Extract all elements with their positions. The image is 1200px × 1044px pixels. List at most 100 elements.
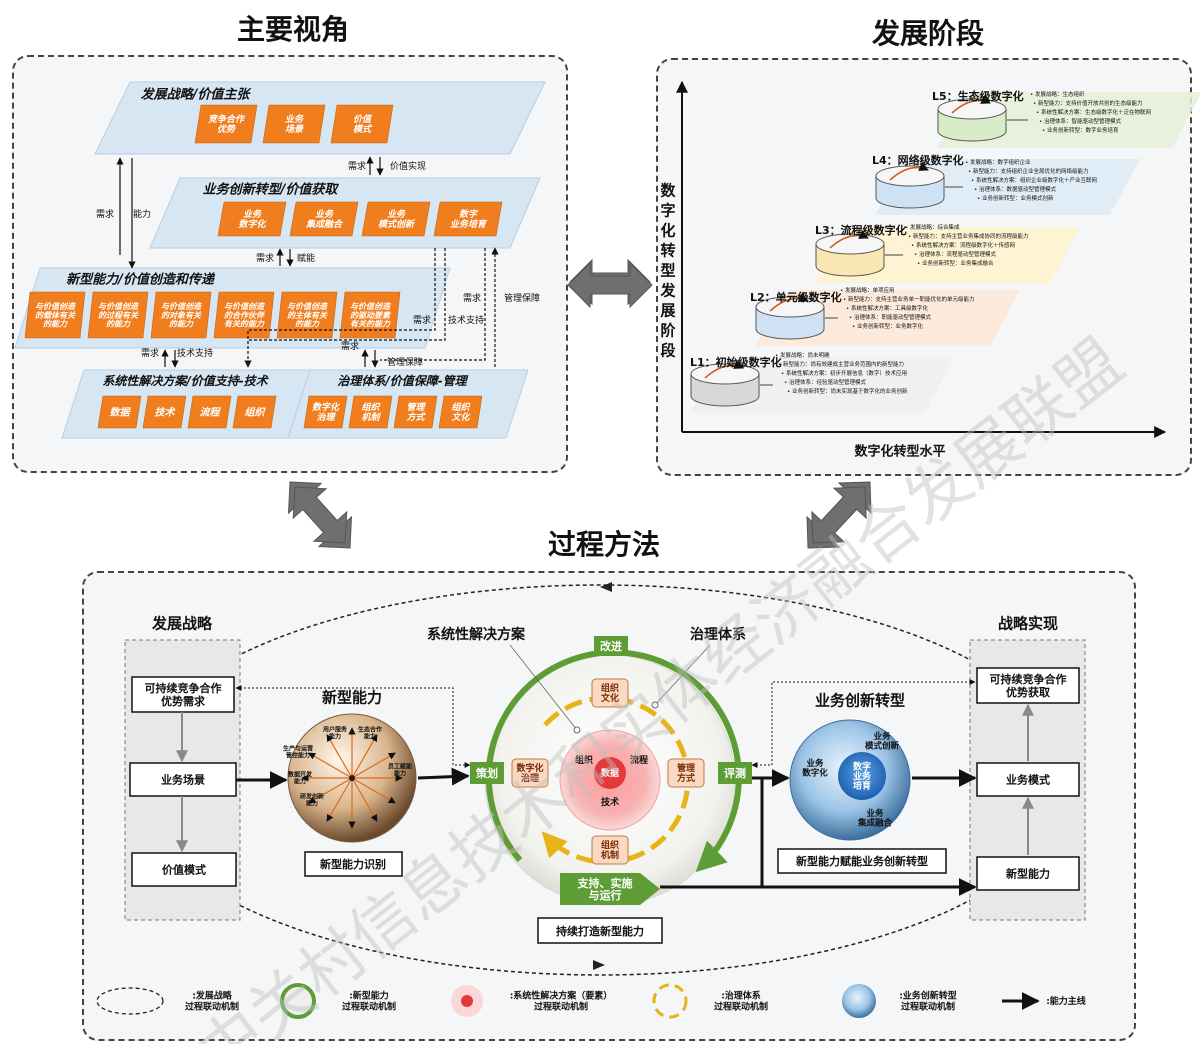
sphere-label-5: 生产与运营管控能力 [283, 745, 313, 760]
double-arrow-left-tail-shape [292, 486, 348, 544]
y-axis-char-1: 字 [660, 201, 675, 219]
stage-item-2-1: • 新型能力：支持主营业务集成协同的流程级能力 [908, 232, 1029, 240]
stage-item-3-2: • 系统性解决方案：组织企业级数字化＋产业互联网 [971, 176, 1097, 184]
cycle-evaluate-label: 评测 [724, 766, 746, 780]
stage-item-4-0: • 发展战略：生态组织 [1030, 90, 1085, 98]
stage-item-2-3: • 治理体系：流程驱动型管理模式 [914, 250, 996, 258]
stage-item-0-1: • 新型能力：尚有效建成主营业务范围内的新型能力 [778, 360, 904, 368]
stage-item-1-3: • 治理体系：职能驱动型管理模式 [849, 313, 931, 321]
band-solution-title: 系统性解决方案/价值支持-技术 [102, 374, 269, 388]
ability-box-1 [87, 291, 149, 339]
label-demand-2: 需求 [348, 160, 366, 172]
title-main-perspective: 主要视角 [237, 13, 350, 46]
right-box-label-0: 可持续竞争合作优势获取 [990, 672, 1067, 699]
label-ability-1: 能力 [133, 208, 151, 220]
cycle-caption-box [537, 917, 663, 944]
label-demand-6: 需求 [413, 314, 431, 326]
stage-item-0-0: • 发展战略：尚未明确 [775, 351, 830, 359]
ability-box-4-label: 与价值创造的主体有关的能力 [287, 302, 328, 329]
new-ability-title: 新型能力 [322, 688, 382, 706]
title-dev-stage: 发展阶段 [872, 17, 985, 50]
biz-innovation-title: 业务创新转型 [815, 691, 905, 709]
ability-caption-box [304, 851, 403, 877]
legend-label-2: :系统性解决方案（要素）过程联动机制 [510, 990, 613, 1013]
ability-caption: 新型能力识别 [320, 857, 386, 871]
sphere-ray-1 [351, 777, 396, 804]
stage-item-1-4: • 业务创新转型：业务数字化 [852, 322, 923, 330]
left-box-1 [129, 762, 237, 797]
dotted-demand-link [235, 685, 471, 768]
sphere-label-4: 研发创新能力 [300, 793, 324, 808]
right-box-0 [976, 667, 1080, 704]
core-label-org: 组织 [575, 754, 593, 766]
stage-cylinder-top-2 [815, 233, 885, 255]
label-mgmt-guarantee-2: 管理保障 [504, 292, 540, 304]
double-arrow-top-tail [567, 261, 653, 309]
ellipse-arrowhead-top [600, 582, 612, 592]
double-arrow-left-tail [292, 486, 348, 544]
biz-box-2-label: 业务模式创新 [378, 209, 416, 230]
left-box-2 [131, 852, 237, 887]
sphere-label-3: 数据开发能力 [288, 771, 312, 786]
dashed-mgmt [380, 248, 486, 361]
solution-box-2-label: 流程 [200, 407, 222, 419]
gov-label-3: 组织机制 [601, 839, 619, 861]
governance-box-3-label: 组织文化 [451, 402, 471, 423]
y-axis-char-5: 发 [659, 281, 676, 299]
legend-label-1: :新型能力过程联动机制 [342, 990, 396, 1013]
biz-box-3 [433, 201, 503, 237]
stage-item-1-2: • 系统性解决方案：工具级数字化 [846, 304, 928, 312]
y-axis-char-2: 化 [660, 221, 675, 239]
stage-cylinder-top-3 [875, 165, 945, 187]
sphere-ray-5 [308, 777, 353, 804]
governance-title: 治理体系 [690, 626, 746, 643]
label-mgmt-guarantee-1: 管理保障 [387, 356, 423, 368]
biz-item-3: 业务集成融合 [857, 808, 893, 829]
label-empower: 赋能 [297, 252, 315, 264]
stage-cylinder-top-4 [937, 98, 1007, 120]
biz-core-label: 数字业务培育 [853, 761, 872, 792]
gov-box-0 [591, 678, 629, 708]
title-process-method: 过程方法 [548, 528, 661, 561]
x-axis-label: 数字化转型水平 [854, 444, 945, 460]
double-arrow-right-tail-shape [811, 486, 867, 544]
cycle-improve-tag [594, 636, 628, 656]
strategy-box-1 [262, 104, 326, 144]
solution-box-0-label: 数据 [110, 407, 132, 419]
biz-box-1-label: 业务集成融合 [305, 209, 344, 230]
biz-box-0-label: 业务数字化 [238, 209, 267, 230]
cycle-caption: 持续打造新型能力 [556, 924, 644, 938]
core-data-label: 数据 [601, 767, 619, 779]
data-core [594, 757, 626, 789]
band-governance-title: 治理体系/价值保障-管理 [337, 374, 468, 388]
cycle-improve-label: 改进 [600, 639, 622, 653]
gov-label-0: 组织文化 [600, 682, 619, 704]
stage-item-4-1: • 新型能力：支持价值开放共创的生态级能力 [1033, 99, 1143, 107]
label-value-realize: 价值实现 [390, 160, 426, 172]
governance-box-0 [303, 395, 348, 429]
ellipse-arrowhead-bottom [593, 960, 605, 970]
dotted-achieve-link [751, 679, 976, 768]
stage-arrow-3 [889, 162, 929, 181]
ability-box-5 [339, 291, 401, 339]
solution-box-2 [187, 395, 232, 429]
governance-box-2-label: 管理方式 [405, 402, 426, 423]
solution-box-1 [142, 395, 187, 429]
solution-box-1-label: 技术 [155, 407, 177, 419]
solution-box-0 [97, 395, 142, 429]
stage-arrow-1 [769, 293, 809, 312]
ability-box-1-label: 与价值创造的过程有关的能力 [98, 302, 139, 329]
legend-label-4: :业务创新转型过程联动机制 [899, 990, 957, 1013]
right-column-title: 战略实现 [998, 614, 1058, 632]
left-box-label-0: 可持续竞争合作优势需求 [145, 681, 222, 708]
gov-label-2: 管理方式 [677, 762, 695, 784]
biz-box-3-label: 数字业务培育 [450, 209, 488, 230]
ability-box-3 [213, 291, 275, 339]
y-axis-char-0: 数 [660, 181, 676, 199]
stage-arrow-0 [704, 360, 744, 379]
right-box-2 [976, 856, 1080, 891]
ability-box-3-label: 与价值创造的合作伙伴有关的能力 [224, 302, 266, 329]
y-axis-char-8: 段 [660, 341, 675, 359]
stage-item-0-4: • 业务创新转型：尚未实现基于数字化的业务创新 [787, 387, 908, 395]
strategy-box-0-label: 竞争合作优势 [208, 114, 246, 135]
